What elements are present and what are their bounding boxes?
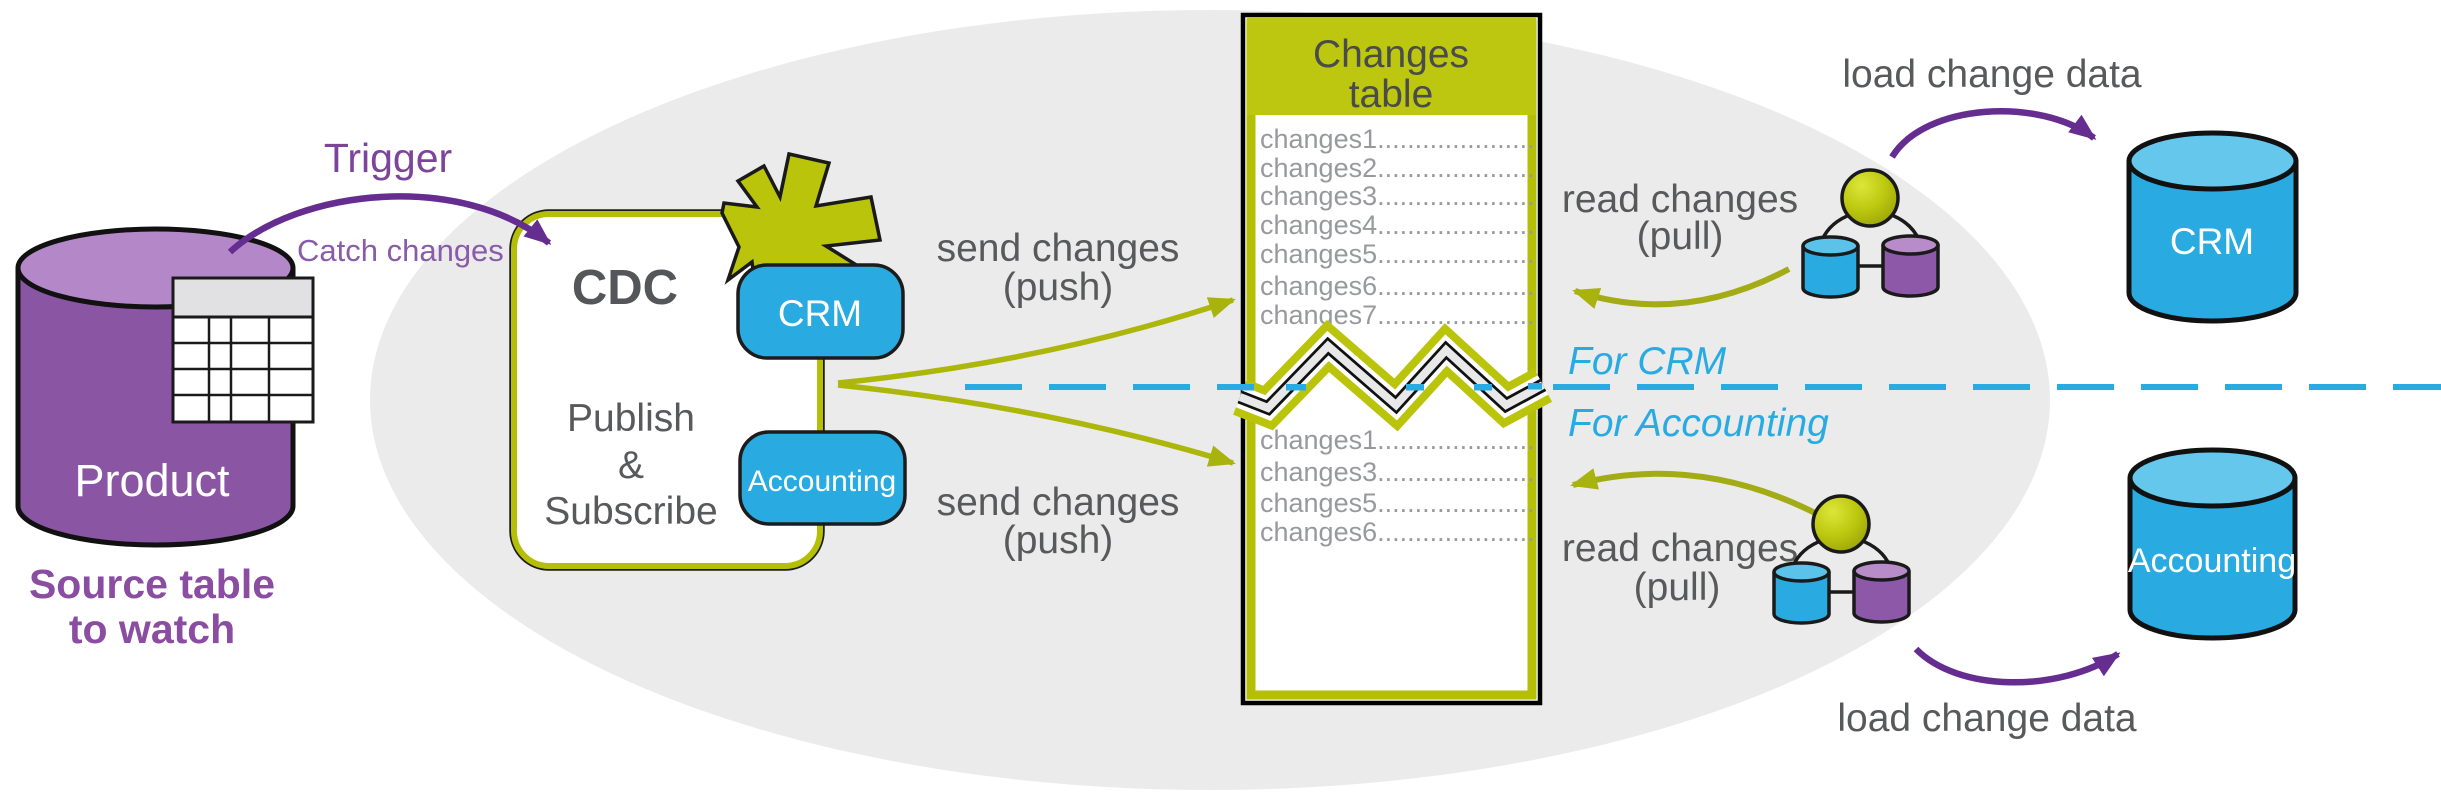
table-row: changes3..................... — [1260, 457, 1535, 487]
subscriber-chip-crm — [736, 263, 905, 360]
table-row: changes5..................... — [1260, 239, 1535, 269]
source-caption-line1: Source table — [29, 561, 275, 607]
cdc-box: CDC Publish & Subscribe CRM Accounting — [509, 151, 907, 571]
load-label-crm: load change data — [1842, 53, 2142, 96]
partition-label-crm: For CRM — [1568, 340, 1727, 383]
cdc-line-amp: & — [618, 444, 644, 487]
source-caption-line2: to watch — [69, 606, 235, 652]
subscriber-chip-crm-label: CRM — [778, 293, 862, 334]
send-push-flows: send changes (push) send changes (push) — [837, 227, 1236, 562]
target-db-crm-label: CRM — [2170, 221, 2254, 262]
trigger-flow: Trigger Catch changes — [227, 135, 552, 268]
send-push-crm-line1: send changes — [937, 227, 1180, 270]
load-arrow-accounting — [1913, 646, 2121, 686]
read-pull-crm-line2: (pull) — [1637, 215, 1724, 258]
target-db-accounting-label: Accounting — [2128, 542, 2296, 580]
changes-upper-rows: changes1..................... changes2..… — [1260, 124, 1535, 330]
cdc-line-subscribe: Subscribe — [544, 490, 717, 533]
send-push-arrow-accounting — [837, 382, 1236, 467]
target-database-accounting: Accounting — [2127, 447, 2298, 641]
table-icon — [171, 276, 315, 424]
table-tear-zigzag — [1233, 319, 1553, 432]
target-database-crm: CRM — [2126, 130, 2299, 324]
read-pull-flows: read changes (pull) read changes (pull) … — [1562, 178, 1829, 609]
table-row: changes3..................... — [1260, 181, 1535, 211]
load-arrow-crm — [1889, 108, 2097, 159]
send-push-accounting-line1: send changes — [937, 481, 1180, 524]
table-row: changes4..................... — [1260, 210, 1535, 240]
table-row: changes1..................... — [1260, 425, 1535, 455]
source-db-label: Product — [74, 455, 230, 506]
subscriber-chip-accounting — [738, 430, 907, 526]
read-pull-accounting-line2: (pull) — [1634, 566, 1721, 609]
partition-label-accounting: For Accounting — [1568, 402, 1829, 445]
source-database: Product Source table to watch — [15, 226, 315, 652]
send-push-crm-line2: (push) — [1003, 266, 1114, 309]
changes-table-title-line1: Changes — [1313, 33, 1469, 76]
dash-fragments-in-tear — [1240, 383, 1542, 391]
send-push-arrow-crm — [837, 297, 1236, 386]
load-flows: load change data load change data — [1837, 53, 2142, 740]
changes-lower-rows: changes1..................... changes3..… — [1260, 425, 1535, 547]
trigger-arrow — [227, 193, 552, 255]
table-row: changes5..................... — [1260, 488, 1535, 518]
read-pull-arrow-accounting — [1570, 468, 1823, 519]
load-label-accounting: load change data — [1837, 697, 2137, 740]
read-pull-accounting-line1: read changes — [1562, 527, 1798, 570]
table-row: changes6..................... — [1260, 271, 1535, 301]
changes-table-header — [1247, 17, 1536, 115]
cdc-title: CDC — [572, 261, 678, 315]
table-row: changes1..................... — [1260, 124, 1535, 154]
changes-table: Changes table changes1..................… — [1233, 12, 1553, 706]
send-push-accounting-line2: (push) — [1003, 519, 1114, 562]
subscriber-chip-accounting-label: Accounting — [748, 465, 896, 498]
read-pull-crm-line1: read changes — [1562, 178, 1798, 221]
changes-table-title-line2: table — [1349, 73, 1434, 116]
table-row: changes6..................... — [1260, 517, 1535, 547]
read-pull-arrow-crm — [1572, 266, 1791, 309]
catch-changes-label: Catch changes — [297, 233, 504, 268]
table-row: changes2..................... — [1260, 153, 1535, 183]
cdc-line-publish: Publish — [567, 397, 695, 440]
trigger-label: Trigger — [324, 135, 452, 181]
table-row: changes7..................... — [1260, 300, 1535, 330]
